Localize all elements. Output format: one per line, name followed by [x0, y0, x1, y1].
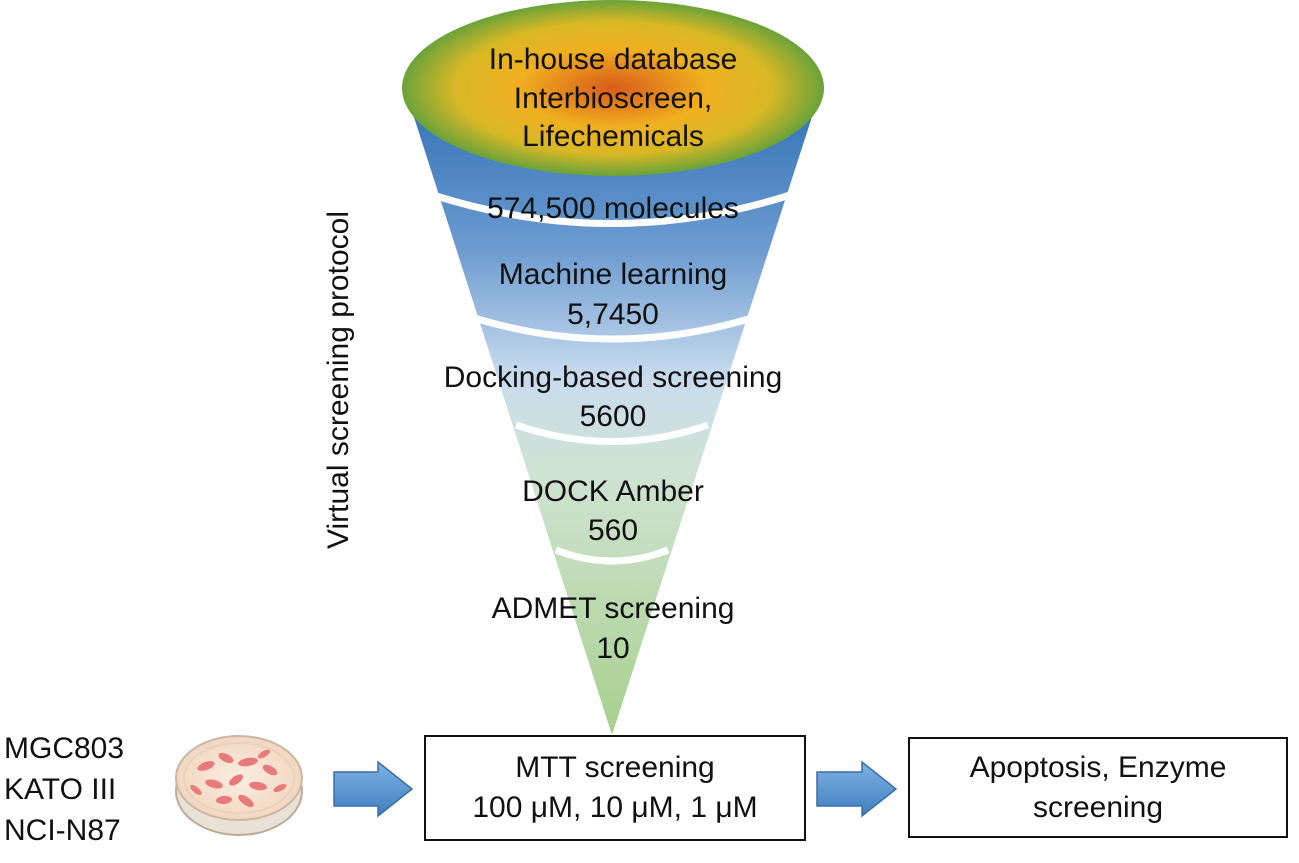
stage-dock-amber-count: 560: [588, 514, 638, 547]
apoptosis-enzyme-box: Apoptosis, Enzyme screening: [908, 737, 1288, 838]
stage-docking-count: 5600: [580, 400, 647, 433]
next-box-line2: screening: [1032, 790, 1164, 824]
side-label-text: Virtual screening protocol: [322, 211, 355, 549]
mtt-box-concentrations: 100 μM, 10 μM, 1 μM: [472, 791, 758, 824]
arrow-to-mtt-icon: [333, 760, 414, 818]
stage-database-line2: Interbioscreen,: [514, 82, 712, 115]
stage-machine-learning-label: Machine learning: [499, 258, 727, 291]
stage-docking-label: Docking-based screening: [444, 361, 783, 394]
database-ellipse: [402, 0, 824, 176]
stage-dock-amber-label: DOCK Amber: [522, 475, 704, 508]
arrow-to-apoptosis-icon: [816, 760, 898, 818]
next-box-line1: Apoptosis, Enzyme: [969, 750, 1227, 784]
stage-database-line1: In-house database: [489, 43, 738, 76]
cell-line-item: NCI-N87: [4, 814, 121, 847]
petri-dish-icon: [175, 735, 303, 836]
stage-admet-label: ADMET screening: [492, 592, 735, 625]
funnel-cone: [404, 86, 822, 735]
stage-molecules-label: 574,500 molecules: [487, 192, 739, 225]
stage-admet-count: 10: [596, 632, 629, 665]
mtt-box-title: MTT screening: [515, 751, 715, 784]
mtt-screening-box: MTT screening 100 μM, 10 μM, 1 μM: [424, 735, 806, 841]
stage-database-line3: Lifechemicals: [522, 120, 704, 153]
cell-line-list: MGC803 KATO III NCI-N87: [4, 728, 124, 851]
cell-line-item: MGC803: [4, 732, 125, 765]
stage-machine-learning-count: 5,7450: [567, 298, 659, 331]
funnel-separators: [431, 191, 792, 565]
cell-line-item: KATO III: [4, 773, 117, 806]
